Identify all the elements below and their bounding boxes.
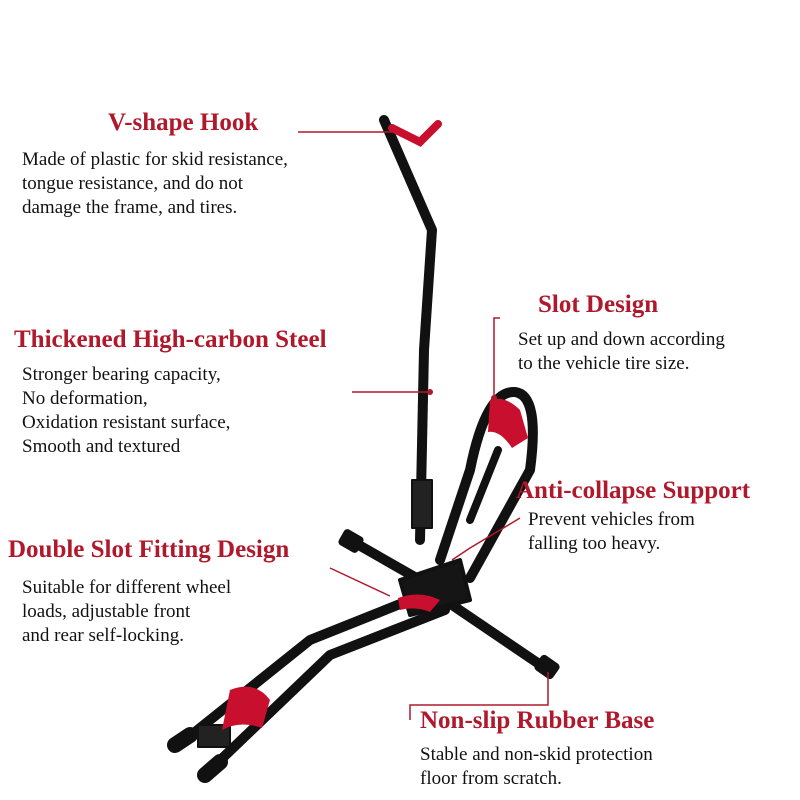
- rubber-foot-right: [534, 654, 560, 680]
- callout-title-slot: Slot Design: [538, 291, 659, 318]
- callout-desc-anticollapse: Prevent vehicles from falling too heavy.: [528, 508, 695, 556]
- callout-line: No deformation,: [22, 388, 148, 409]
- callout-line: Suitable for different wheel: [22, 577, 232, 598]
- upright-tube: [379, 115, 437, 545]
- callout-line: Oxidation resistant surface,: [22, 412, 231, 433]
- leader-doubleslot: [329, 567, 391, 597]
- rear-leg-left: [345, 535, 425, 585]
- callout-line: to the vehicle tire size.: [518, 353, 690, 374]
- front-foot-left: [167, 727, 198, 753]
- slot-support-inner: [466, 446, 502, 524]
- slot-support-loop: [435, 387, 538, 583]
- callout-desc-hook: Made of plastic for skid resistance, ton…: [22, 148, 288, 220]
- slot-pad-upper: [488, 398, 528, 448]
- dot-slot: [491, 395, 497, 401]
- callout-desc-steel: Stronger bearing capacity, No deformatio…: [22, 363, 230, 459]
- callout-line: Made of plastic for skid resistance,: [22, 149, 288, 170]
- callout-line: Set up and down according: [518, 329, 725, 350]
- leader-slot: [493, 317, 500, 395]
- callout-line: tongue resistance, and do not: [22, 173, 244, 194]
- v-hook: [388, 120, 442, 147]
- callout-line: Smooth and textured: [22, 436, 181, 457]
- callout-title-steel: Thickened High-carbon Steel: [14, 326, 327, 353]
- front-bracket: [197, 724, 231, 748]
- leader-base: [409, 672, 549, 720]
- callout-line: and rear self-locking.: [22, 625, 184, 646]
- callout-title-hook: V-shape Hook: [108, 109, 259, 136]
- callout-line: falling too heavy.: [528, 533, 661, 554]
- callout-line: floor from scratch.: [420, 768, 562, 789]
- callout-line: Stronger bearing capacity,: [22, 364, 221, 385]
- slot-pad-front: [222, 686, 270, 730]
- callout-line: loads, adjustable front: [22, 601, 191, 622]
- rubber-foot-back: [338, 529, 364, 553]
- front-foot-right: [197, 754, 228, 783]
- upright-clamp: [411, 479, 433, 529]
- front-rail-lower: [205, 605, 450, 775]
- callout-desc-doubleslot: Suitable for different wheel loads, adju…: [22, 576, 231, 648]
- callout-line: damage the frame, and tires.: [22, 197, 238, 218]
- callout-title-doubleslot: Double Slot Fitting Design: [8, 536, 290, 563]
- callout-desc-slot: Set up and down according to the vehicle…: [518, 328, 725, 376]
- callout-title-base: Non-slip Rubber Base: [420, 707, 655, 734]
- leader-anticollapse: [451, 517, 521, 561]
- callout-line: Prevent vehicles from: [528, 509, 695, 530]
- callout-line: Stable and non-skid protection: [420, 744, 653, 765]
- callout-title-anticollapse: Anti-collapse Support: [516, 477, 751, 504]
- slot-pad-center: [398, 594, 440, 612]
- callout-desc-base: Stable and non-skid protection floor fro…: [420, 743, 653, 791]
- dot-steel: [427, 389, 433, 395]
